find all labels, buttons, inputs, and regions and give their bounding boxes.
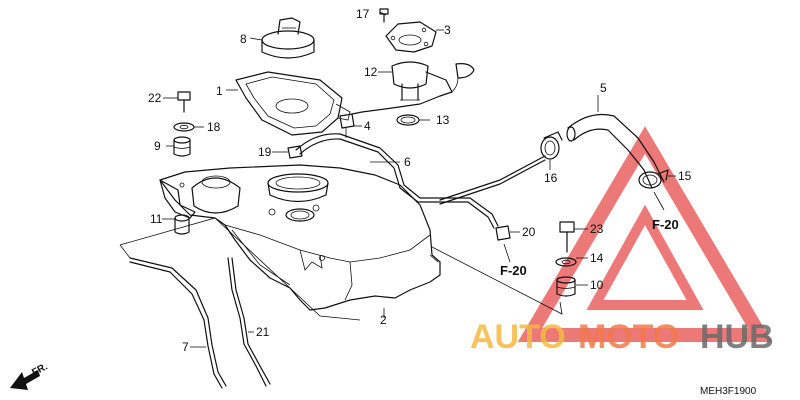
mount-hardware xyxy=(495,221,577,297)
breather-tube xyxy=(295,133,546,229)
callout-13: 13 xyxy=(436,113,450,127)
callout-19: 19 xyxy=(258,145,272,159)
washer-18 xyxy=(173,122,195,132)
tray xyxy=(235,71,351,136)
fuel-pump xyxy=(351,61,475,115)
seal-ring xyxy=(396,114,420,126)
fuel-tank xyxy=(159,164,441,311)
callout-8: 8 xyxy=(240,32,247,46)
callout-15: 15 xyxy=(678,169,692,183)
ref-f20-right: F-20 xyxy=(652,217,679,232)
callout-10: 10 xyxy=(590,278,604,292)
watermark-hub: HUB xyxy=(700,318,774,356)
callout-7: 7 xyxy=(182,340,189,354)
callout-12: 12 xyxy=(364,65,378,79)
callout-18: 18 xyxy=(207,120,221,134)
bolt-22 xyxy=(177,91,191,113)
callout-23: 23 xyxy=(590,222,604,236)
leader-lines xyxy=(119,11,676,348)
front-label: FR. xyxy=(30,361,50,378)
ref-f20-left: F-20 xyxy=(500,263,527,278)
callout-11: 11 xyxy=(150,212,163,226)
front-direction-arrow: FR. xyxy=(10,361,50,390)
callout-22: 22 xyxy=(148,91,162,105)
callout-21: 21 xyxy=(256,325,270,339)
clip-19 xyxy=(287,145,303,159)
drain-tubes xyxy=(129,257,271,389)
watermark-text: AUTO MOTO HUB xyxy=(470,318,774,356)
fuel-cap xyxy=(261,17,315,59)
bolt-17 xyxy=(379,8,389,23)
callout-14: 14 xyxy=(590,251,604,265)
callout-1: 1 xyxy=(216,84,223,98)
fuel-hose xyxy=(566,113,665,189)
callout-16: 16 xyxy=(544,171,558,185)
callout-9: 9 xyxy=(154,139,161,153)
watermark-moto: MOTO xyxy=(578,318,679,356)
watermark-auto: AUTO xyxy=(470,318,566,356)
callout-20: 20 xyxy=(522,225,536,239)
pump-plate xyxy=(385,21,437,53)
callout-4: 4 xyxy=(364,119,371,133)
collar-11 xyxy=(174,214,190,235)
diagram-code: MEH3F1900 xyxy=(700,386,757,397)
callout-3: 3 xyxy=(444,23,451,37)
callout-labels: 8 17 3 12 1 22 18 9 4 13 19 6 5 11 20 23… xyxy=(148,7,692,354)
callout-6: 6 xyxy=(404,155,411,169)
hose-clamp-15 xyxy=(638,169,669,189)
hose-clamp-16 xyxy=(540,131,563,160)
callout-17: 17 xyxy=(356,7,370,21)
callout-2: 2 xyxy=(380,313,387,327)
watermark-logo xyxy=(517,126,773,342)
rubber-mount-9 xyxy=(173,136,191,157)
callout-5: 5 xyxy=(600,81,607,95)
